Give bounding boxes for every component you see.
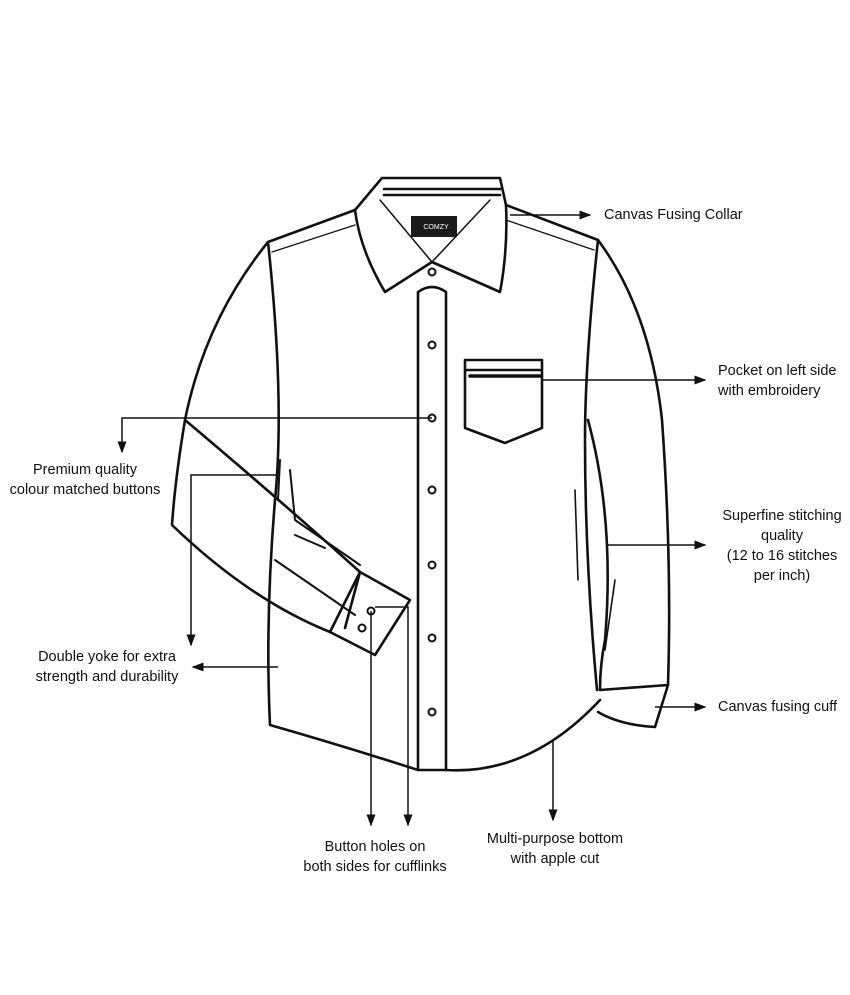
left-sleeve: [170, 240, 362, 634]
placket: [416, 285, 448, 772]
label-button-holes: Button holes on both sides for cufflinks: [285, 837, 465, 877]
label-line: Premium quality: [33, 462, 137, 478]
label-stitching: Superfine stitching quality (12 to 16 st…: [712, 506, 850, 586]
label-line: per inch): [753, 568, 811, 584]
label-line: Pocket on left side: [718, 363, 837, 379]
label-yoke: Double yoke for extra strength and durab…: [22, 647, 192, 687]
label-line: strength and durability: [35, 669, 179, 685]
label-canvas-fusing-collar: Canvas Fusing Collar: [604, 207, 743, 223]
label-line: Double yoke for extra: [38, 649, 176, 665]
label-line: both sides for cufflinks: [303, 859, 447, 875]
shirt-button: [427, 340, 437, 350]
label-bottom: Multi-purpose bottom with apple cut: [470, 829, 640, 869]
collar-band: [353, 176, 508, 212]
label-line: Button holes on: [324, 839, 426, 855]
pocket: [463, 358, 544, 445]
shirt-button: [427, 485, 437, 495]
label-line: with embroidery: [718, 383, 821, 399]
arrow-buttonhole-2: [375, 606, 413, 827]
collar-tag: COMZY: [411, 216, 457, 237]
label-cuff: Canvas fusing cuff: [718, 699, 838, 715]
label-line: colour matched buttons: [9, 482, 161, 498]
label-line: (12 to 16 stitches: [726, 548, 838, 564]
shirt-button: [427, 707, 437, 717]
label-pocket: Pocket on left side with embroidery: [718, 361, 837, 401]
shirt-button: [427, 267, 437, 277]
buttons: [357, 267, 437, 717]
arrow-buttons: [117, 417, 432, 454]
shirt-button: [427, 633, 437, 643]
logo-text: COMZY: [423, 224, 449, 231]
cuff-button: [357, 623, 367, 633]
shirt-button: [427, 560, 437, 570]
label-line: quality: [761, 528, 803, 544]
label-line: Multi-purpose bottom: [486, 831, 624, 847]
right-cuff: [596, 683, 670, 729]
right-sleeve: [586, 238, 671, 692]
label-line: with apple cut: [510, 851, 600, 867]
arrow-yoke-top: [186, 474, 278, 647]
label-buttons: Premium quality colour matched buttons: [0, 460, 170, 500]
left-cuff: [328, 570, 412, 657]
shirt-body: [266, 203, 602, 772]
label-line: Superfine stitching: [722, 508, 842, 524]
yoke-seam: [271, 219, 595, 253]
